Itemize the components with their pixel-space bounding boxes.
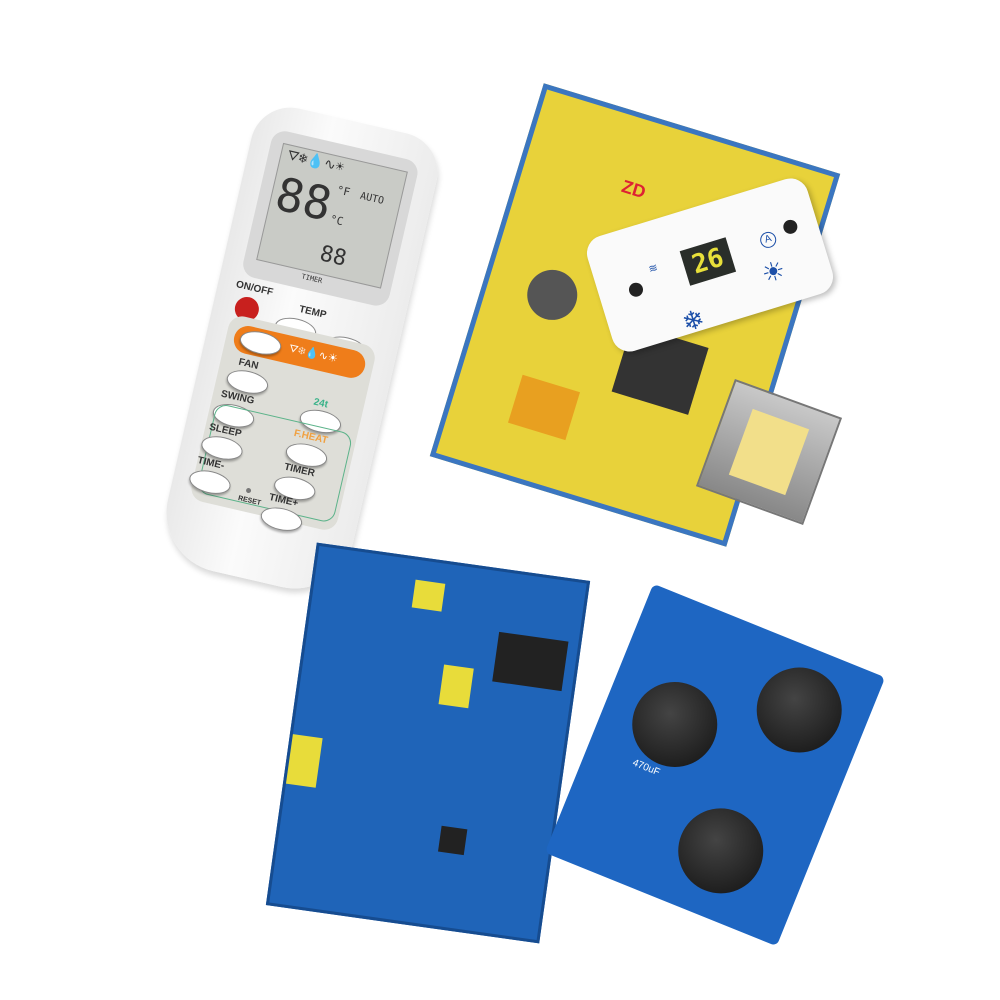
capacitor (521, 263, 584, 327)
lcd-frame: ⛛❄💧∿☀ 88 °F °C AUTO 88 TIMER (240, 128, 421, 309)
capacitor-yellow (411, 579, 446, 612)
24h-label: 24t (312, 396, 329, 411)
lcd-auto: AUTO (358, 190, 385, 207)
lcd-screen: ⛛❄💧∿☀ 88 °F °C AUTO 88 (256, 142, 408, 289)
onoff-label: ON/OFF (234, 279, 275, 299)
lcd-small-digits: 88 (317, 241, 349, 272)
capacitor (665, 795, 777, 907)
capacitor (743, 654, 855, 766)
board-marking: ZD (619, 176, 649, 203)
mode-button[interactable] (237, 327, 284, 359)
capacitor-board: 470uF (544, 583, 886, 947)
mode-icons: ⛛❄💧∿☀ (287, 342, 339, 366)
temperature-display: 26 (679, 237, 737, 286)
lcd-unit-c: °C (328, 212, 345, 229)
snowflake-icon: ❄ (678, 302, 709, 338)
transformer-small (438, 664, 474, 709)
relay (492, 631, 569, 692)
indicator-led (781, 218, 800, 236)
choke (508, 374, 580, 441)
temp-label: TEMP (297, 303, 328, 321)
ir-receiver (627, 280, 645, 299)
blue-control-board (265, 542, 591, 944)
button-panel: ⛛❄💧∿☀ FAN SWING 24t F.HEAT SLEEP TIMER T… (187, 313, 378, 535)
lcd-unit-f: °F (335, 183, 352, 200)
capacitor-yellow (285, 734, 323, 788)
transformer-coil (728, 408, 810, 496)
remote-control: ⛛❄💧∿☀ 88 °F °C AUTO 88 TIMER ON/OFF TEMP… (154, 99, 446, 601)
wifi-icon: ≋ (647, 261, 660, 276)
auto-icon: A (758, 229, 779, 250)
lcd-big-digits: 88 (270, 166, 337, 232)
sun-icon: ☀ (757, 254, 789, 290)
chip (438, 825, 468, 856)
